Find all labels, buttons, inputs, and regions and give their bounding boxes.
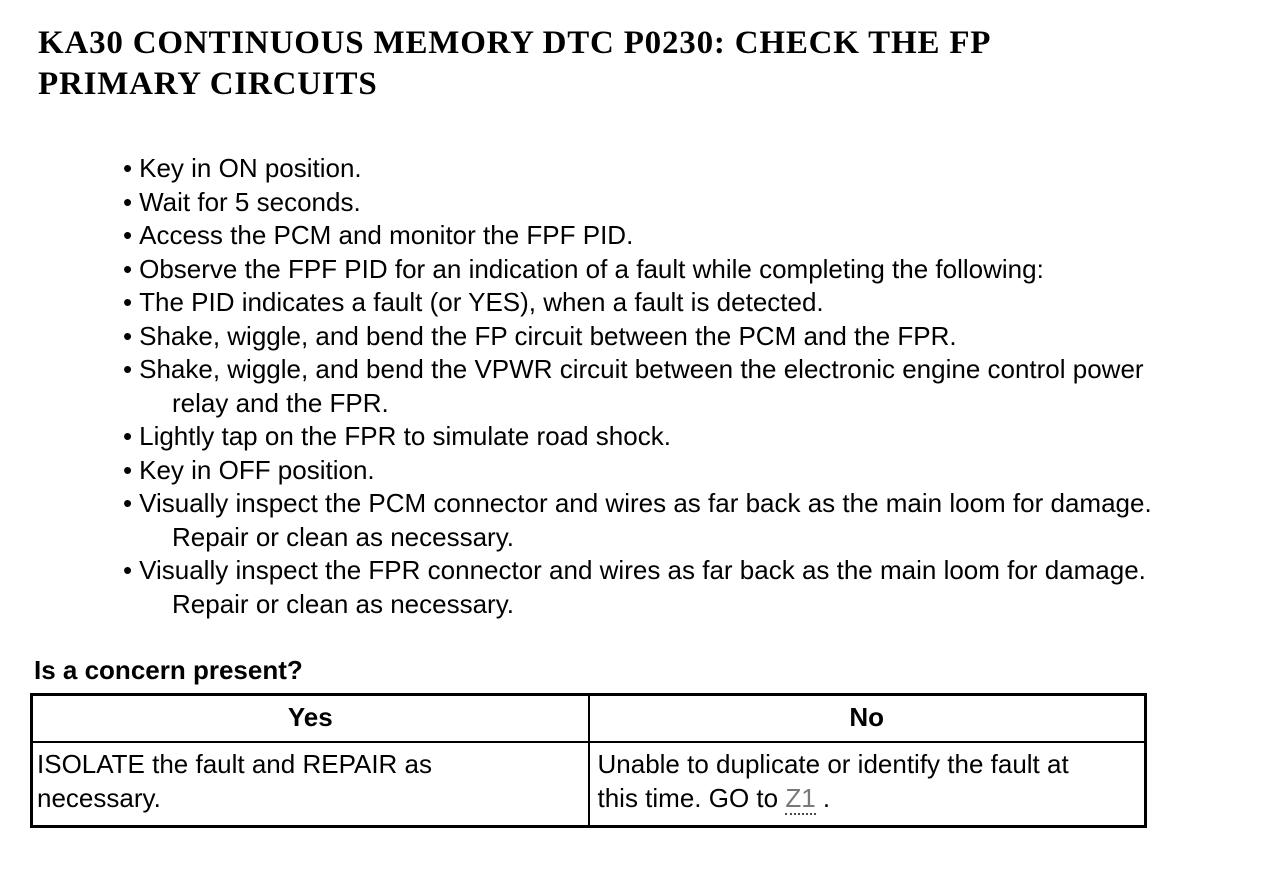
question-label: Is a concern present? bbox=[34, 655, 303, 685]
step-item: Key in ON position. bbox=[139, 152, 1242, 186]
no-action-text-before: Unable to duplicate or identify the faul… bbox=[597, 749, 1069, 813]
z1-reference-link[interactable]: Z1 bbox=[785, 782, 816, 815]
procedure-steps-list: Key in ON position. Wait for 5 seconds. … bbox=[0, 152, 1242, 621]
step-item: The PID indicates a fault (or YES), when… bbox=[139, 286, 1242, 320]
no-column-header: No bbox=[587, 693, 1147, 743]
no-action-text-after: . bbox=[815, 782, 831, 813]
step-item: Visually inspect the PCM connector and w… bbox=[139, 487, 1242, 554]
yes-action-cell: ISOLATE the fault and REPAIR as necessar… bbox=[30, 741, 590, 828]
step-item: Wait for 5 seconds. bbox=[139, 186, 1242, 220]
step-item: Lightly tap on the FPR to simulate road … bbox=[139, 420, 1242, 454]
no-action-cell: Unable to duplicate or identify the faul… bbox=[587, 741, 1147, 828]
decision-table-body-row: ISOLATE the fault and REPAIR as necessar… bbox=[30, 741, 1147, 828]
step-item: Shake, wiggle, and bend the FP circuit b… bbox=[139, 320, 1242, 354]
step-item: Access the PCM and monitor the FPF PID. bbox=[139, 219, 1242, 253]
step-item: Shake, wiggle, and bend the VPWR circuit… bbox=[139, 353, 1242, 420]
decision-table: Yes No ISOLATE the fault and REPAIR as n… bbox=[30, 693, 1147, 828]
step-item: Key in OFF position. bbox=[139, 454, 1242, 488]
decision-table-header-row: Yes No bbox=[30, 693, 1147, 743]
step-item: Visually inspect the FPR connector and w… bbox=[139, 554, 1242, 621]
page-title: KA30 CONTINUOUS MEMORY DTC P0230: CHECK … bbox=[38, 25, 992, 102]
step-item: Observe the FPF PID for an indication of… bbox=[139, 253, 1242, 287]
yes-column-header: Yes bbox=[30, 693, 590, 743]
